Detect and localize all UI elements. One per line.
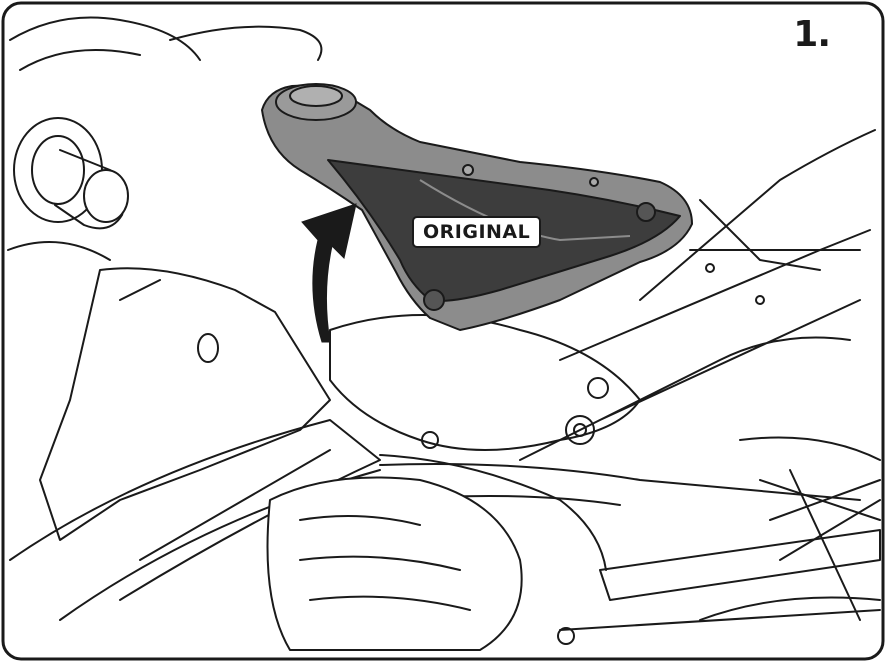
step-number: 1. <box>793 14 830 55</box>
mounting-bolt-front <box>424 290 444 310</box>
mounting-bolt-rear <box>637 203 655 221</box>
part-label: ORIGINAL <box>412 216 541 248</box>
